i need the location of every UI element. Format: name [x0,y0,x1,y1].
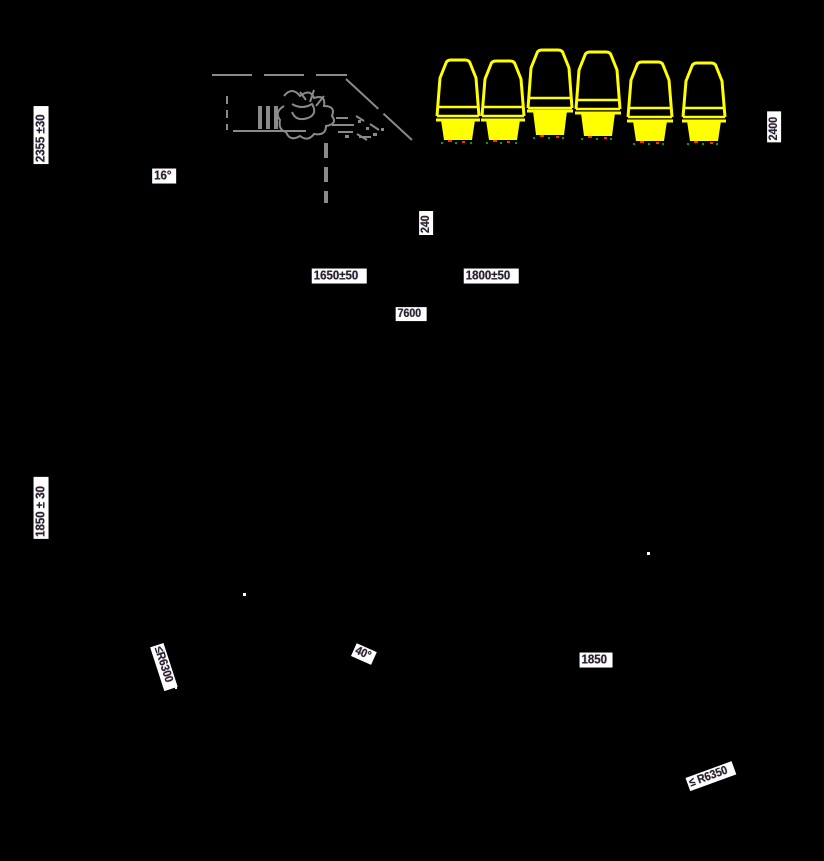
seat-1-specks [441,140,472,144]
dim-pitch-front-text: 1650±50 [313,267,359,283]
dim-angle-front-text: 16° [154,167,172,183]
seat-3-specks [533,135,564,139]
seat-symbol-1 [435,58,481,144]
dim-angle-front-label: 16° [152,167,176,184]
dim-step-label: 240 [418,210,433,236]
seat-5-specks [633,141,664,145]
seat-symbol-6 [681,61,727,145]
dim-width-rear-label: 2400 [766,111,781,143]
dim-pitch-rear-text: 1800±50 [465,267,511,283]
sketch-lines [212,74,413,203]
dim-step-text: 240 [418,215,433,234]
seat-symbol-5 [626,60,674,145]
seat-2-specks [486,140,517,144]
seat-4-specks [581,136,612,140]
windshield-diagonal-line [345,78,413,141]
seat-symbol-4 [574,50,622,140]
dim-pitch-front-label: 1650±50 [311,267,367,284]
sketch-dots [345,120,384,138]
seat-symbol-2 [480,59,526,144]
dim-rear-overhang-label: 1850 [579,651,613,668]
dim-height-rear-text: 1850 ± 30 [32,486,48,537]
white-specks [175,552,650,689]
dim-width-rear-text: 2400 [766,116,781,141]
sketch-scribble [276,89,380,141]
dim-pitch-rear-label: 1800±50 [463,267,519,284]
dim-wheelbase-text: 7600 [397,306,422,321]
dim-height-front-text: 2355 ±30 [32,114,48,163]
dim-rear-overhang-text: 1850 [581,651,607,667]
seat-symbol-3 [526,48,574,139]
seat-6-specks [687,141,718,145]
dim-wheelbase-label: 7600 [395,306,427,321]
dim-height-front-label: 2355 ±30 [32,105,49,165]
sketch-pillars [258,106,278,129]
dim-height-rear-label: 1850 ± 30 [32,477,49,539]
